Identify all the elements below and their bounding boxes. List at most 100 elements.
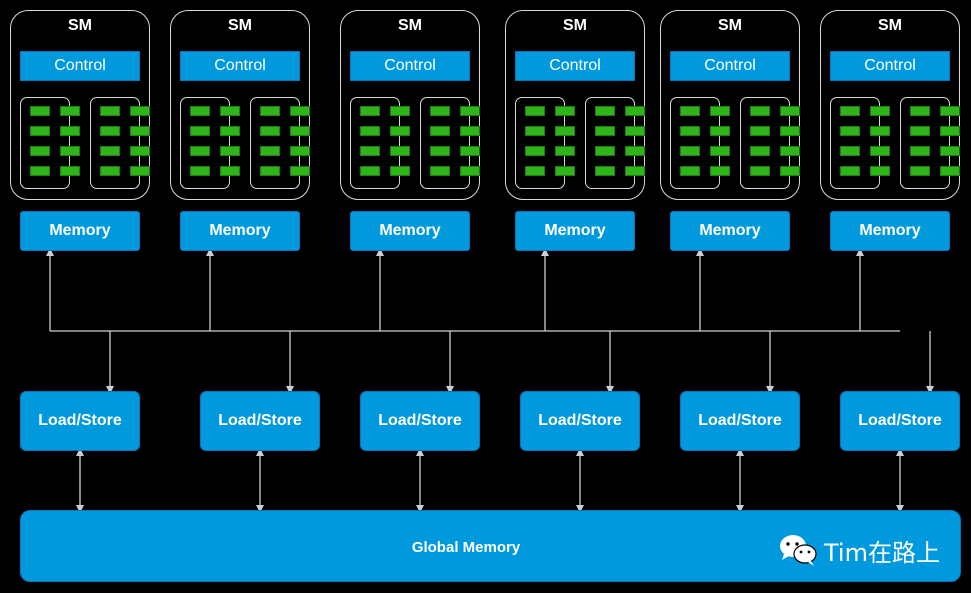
- cuda-core: [460, 146, 480, 156]
- control-unit: Control: [20, 51, 140, 81]
- cuda-core: [190, 106, 210, 116]
- cuda-core: [260, 166, 280, 176]
- cuda-core: [390, 146, 410, 156]
- sm-block: SM Control: [170, 10, 310, 200]
- loadstore-unit: Load/Store: [680, 391, 800, 451]
- cuda-core: [910, 146, 930, 156]
- cuda-core: [680, 126, 700, 136]
- cuda-core: [30, 126, 50, 136]
- cuda-core: [710, 146, 730, 156]
- core-group: [250, 97, 310, 189]
- control-unit: Control: [830, 51, 950, 81]
- loadstore-unit: Load/Store: [520, 391, 640, 451]
- control-unit: Control: [180, 51, 300, 81]
- cuda-core: [595, 126, 615, 136]
- sm-block: SM Control: [10, 10, 150, 200]
- global-memory-label: Global Memory: [411, 538, 521, 556]
- cuda-core: [525, 166, 545, 176]
- cuda-core: [360, 106, 380, 116]
- cuda-core: [260, 106, 280, 116]
- sm-block: SM Control: [820, 10, 960, 200]
- cuda-core: [130, 106, 150, 116]
- memory-box: Memory: [350, 211, 470, 251]
- cuda-core: [840, 146, 860, 156]
- cuda-core: [940, 146, 960, 156]
- cuda-core: [940, 166, 960, 176]
- cuda-core: [220, 106, 240, 116]
- cuda-core: [220, 166, 240, 176]
- memory-box: Memory: [670, 211, 790, 251]
- cuda-core: [100, 126, 120, 136]
- cuda-core: [710, 126, 730, 136]
- cuda-core: [100, 166, 120, 176]
- cuda-core: [260, 126, 280, 136]
- wechat-icon: [780, 535, 817, 566]
- cuda-core: [525, 126, 545, 136]
- core-group: [900, 97, 960, 189]
- cuda-core: [460, 166, 480, 176]
- cuda-core: [780, 106, 800, 116]
- cuda-core: [710, 106, 730, 116]
- sm-title: SM: [68, 17, 92, 34]
- cuda-core: [360, 146, 380, 156]
- cuda-core: [870, 126, 890, 136]
- cuda-core: [870, 166, 890, 176]
- core-group: [20, 97, 80, 189]
- cuda-core: [260, 146, 280, 156]
- cuda-core: [625, 166, 645, 176]
- cuda-core: [870, 146, 890, 156]
- cuda-core: [130, 146, 150, 156]
- cuda-core: [940, 106, 960, 116]
- cuda-core: [525, 146, 545, 156]
- cuda-core: [555, 126, 575, 136]
- loadstore-unit: Load/Store: [360, 391, 480, 451]
- cuda-core: [840, 106, 860, 116]
- cuda-core: [430, 166, 450, 176]
- cuda-core: [710, 166, 730, 176]
- cuda-core: [290, 166, 310, 176]
- cuda-core: [750, 106, 770, 116]
- cuda-core: [390, 126, 410, 136]
- cuda-core: [780, 166, 800, 176]
- cuda-core: [780, 146, 800, 156]
- sm-title: SM: [228, 17, 252, 34]
- cuda-core: [780, 126, 800, 136]
- cuda-core: [220, 126, 240, 136]
- cuda-core: [840, 126, 860, 136]
- cuda-core: [910, 106, 930, 116]
- cuda-core: [290, 126, 310, 136]
- cuda-core: [595, 146, 615, 156]
- cuda-core: [60, 126, 80, 136]
- control-unit: Control: [670, 51, 790, 81]
- cuda-core: [430, 146, 450, 156]
- loadstore-unit: Load/Store: [840, 391, 960, 451]
- cuda-core: [30, 106, 50, 116]
- cuda-core: [555, 106, 575, 116]
- sm-title: SM: [878, 17, 902, 34]
- cuda-core: [190, 146, 210, 156]
- cuda-core: [680, 106, 700, 116]
- cuda-core: [750, 146, 770, 156]
- cuda-core: [910, 126, 930, 136]
- control-unit: Control: [350, 51, 470, 81]
- cuda-core: [60, 106, 80, 116]
- cuda-core: [870, 106, 890, 116]
- core-group: [740, 97, 800, 189]
- loadstore-unit: Load/Store: [200, 391, 320, 451]
- cuda-core: [430, 106, 450, 116]
- cuda-core: [130, 166, 150, 176]
- core-group: [830, 97, 890, 189]
- cuda-core: [840, 166, 860, 176]
- cuda-core: [750, 166, 770, 176]
- core-group: [350, 97, 410, 189]
- cuda-core: [360, 166, 380, 176]
- cuda-core: [750, 126, 770, 136]
- cuda-core: [190, 166, 210, 176]
- cuda-core: [910, 166, 930, 176]
- cuda-core: [60, 146, 80, 156]
- core-group: [670, 97, 730, 189]
- memory-box: Memory: [20, 211, 140, 251]
